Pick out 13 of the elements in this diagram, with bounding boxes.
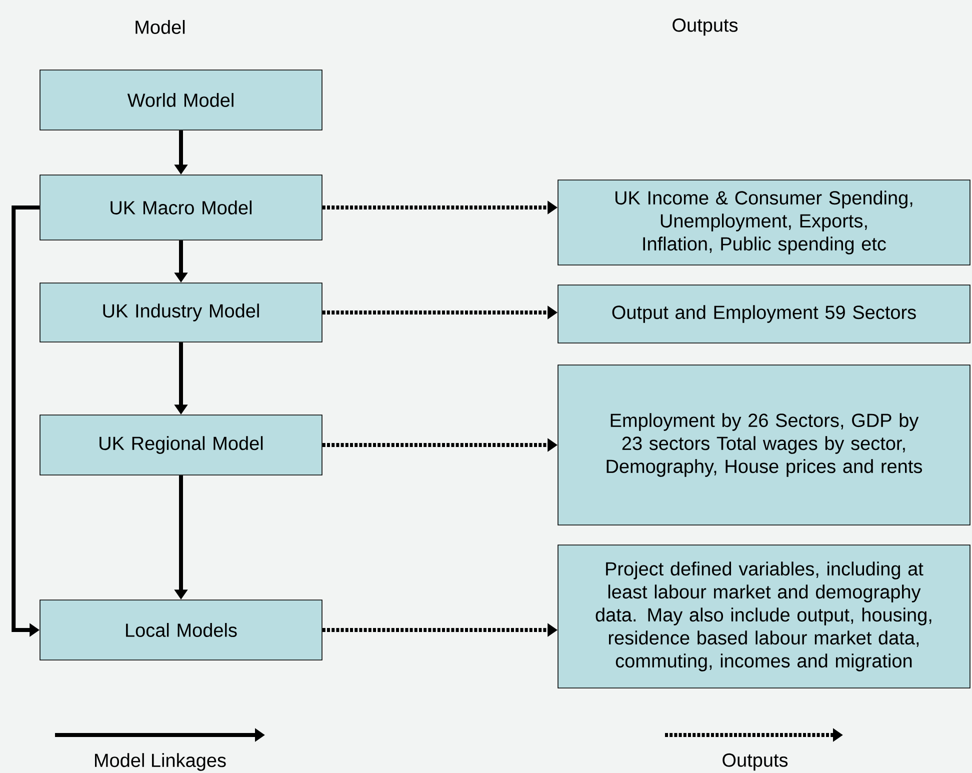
output-box: Project defined variables, including at least labour market and demography data. May also include output, housing, residence based labour market data, commuting, incomes and migration bbox=[558, 544, 970, 688]
legend-label: Model Linkages bbox=[95, 753, 226, 771]
model-box: UK Macro Model bbox=[40, 174, 322, 240]
model-box: World Model bbox=[40, 70, 322, 130]
model-box: UK Regional Model bbox=[40, 414, 322, 476]
column-heading: Model bbox=[136, 20, 185, 34]
column-heading: Outputs bbox=[672, 18, 738, 36]
legend-label: Outputs bbox=[722, 753, 788, 771]
output-box: UK Income & Consumer Spending, Unemployment, Exports, Inflation, Public spending etc bbox=[558, 180, 970, 266]
output-box: Output and Employment 59 Sectors bbox=[558, 284, 970, 344]
model-box: Local Models bbox=[40, 600, 322, 660]
model-box: UK Industry Model bbox=[40, 282, 322, 342]
output-box: Employment by 26 Sectors, GDP by 23 sectors Total wages by sector, Demography, House prices and rents bbox=[558, 364, 970, 526]
